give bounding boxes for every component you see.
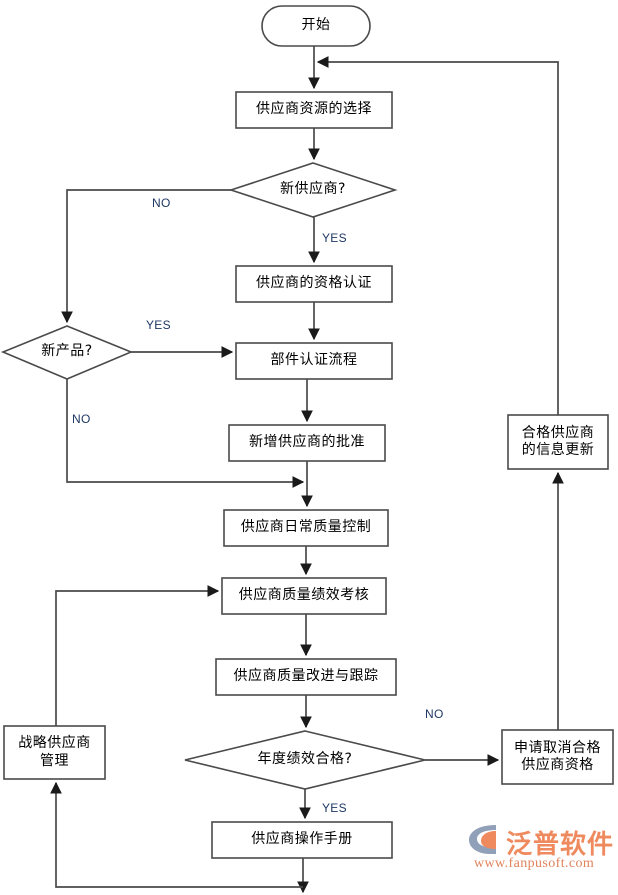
watermark-brand: 泛普软件 [506,830,615,860]
watermark: 泛普软件 www.fanpusoft.com [466,822,616,884]
edge-label-no-annual-perf: NO [425,707,444,721]
edge-label-no-new-product: NO [72,412,91,426]
node-strategic-shape [3,725,106,780]
watermark-url: www.fanpusoft.com [474,856,595,871]
node-improve-shape [215,658,397,696]
edge-label-yes-new-supplier: YES [322,231,347,245]
node-is-newprod-shape [0,325,134,380]
node-approve-shape [228,424,386,462]
edge-label-no-new-supplier: NO [152,196,171,210]
edge-isnew-no-to-isnewprod [61,189,231,324]
node-manual-shape [211,821,393,859]
node-part-cert-shape [235,342,393,380]
node-cancel-qual-shape [501,729,614,785]
node-update-info-shape [507,414,609,470]
node-start-shape [261,5,371,47]
edge-strategic-to-perfreview [55,585,220,726]
node-qualify-shape [235,265,393,303]
node-perf-review-shape [221,577,387,615]
edge-updateinfo-to-top [316,56,559,415]
edge-label-yes-annual-perf: YES [322,801,347,815]
node-daily-qc-shape [223,509,389,547]
edge-bottom-to-strategic [50,781,303,888]
node-select-shape [235,91,393,129]
node-is-new-shape [228,162,398,218]
node-annual-ok-shape [184,730,426,790]
edge-label-yes-new-product: YES [146,318,171,332]
fanpu-logo-icon [469,825,496,854]
edge-isnewprod-no-to-mainline [66,379,305,488]
